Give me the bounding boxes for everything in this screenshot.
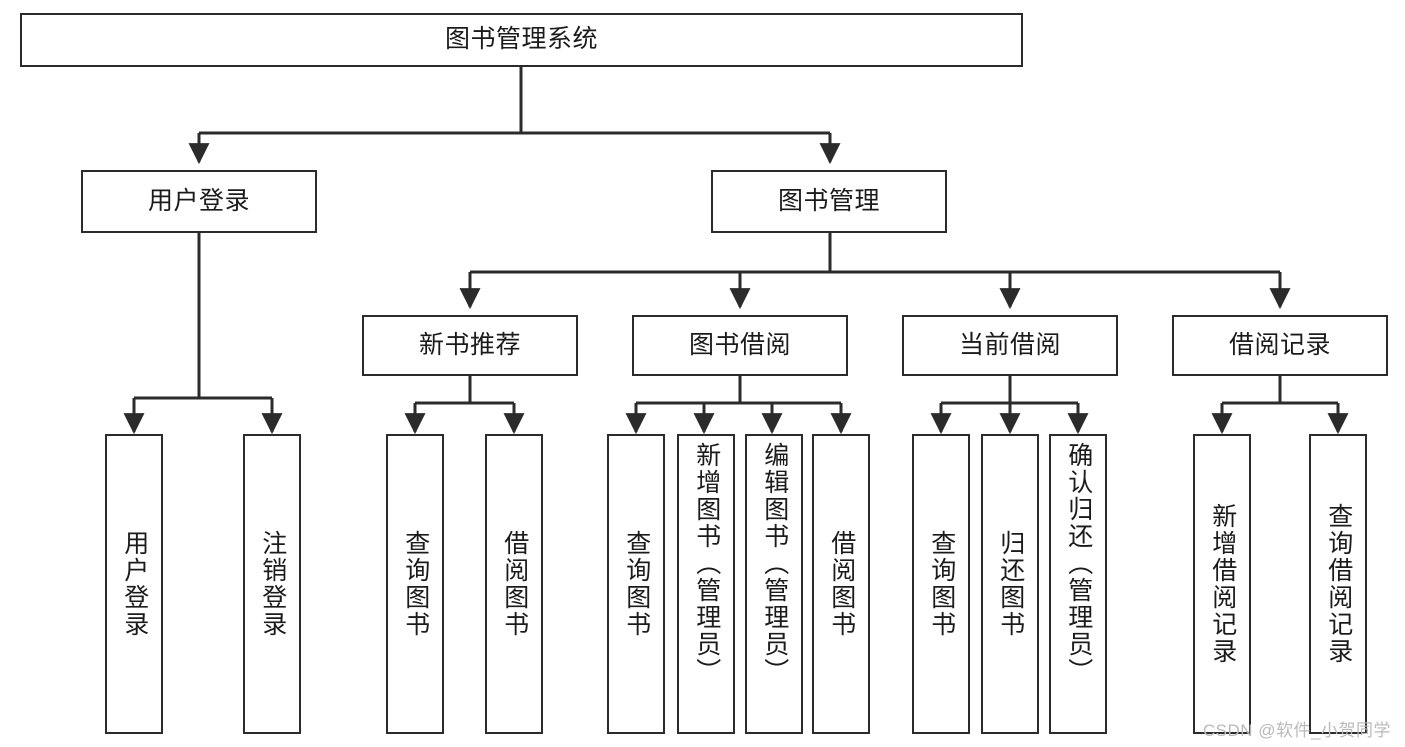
leaf-current-query-book[interactable]: 查询图书	[912, 434, 970, 734]
leaf-borrow-borrow-book[interactable]: 借阅图书	[812, 434, 870, 734]
watermark-csdn: CSDN @软件_小贺同学	[1202, 721, 1391, 740]
leaf-borrow-add-book-admin[interactable]: 新增图书（管理员）	[677, 434, 735, 734]
leaf-record-query-record[interactable]: 查询借阅记录	[1309, 434, 1367, 734]
leaf-current-return-book[interactable]: 归还图书	[981, 434, 1039, 734]
leaf-current-confirm-return-admin[interactable]: 确认归还（管理员）	[1049, 434, 1107, 734]
node-new-book-recommend[interactable]: 新书推荐	[362, 315, 578, 376]
leaf-user-login-login[interactable]: 用户登录	[105, 434, 163, 734]
node-current-borrow[interactable]: 当前借阅	[902, 315, 1118, 376]
node-user-login[interactable]: 用户登录	[81, 170, 317, 233]
node-book-management[interactable]: 图书管理	[711, 170, 947, 233]
node-root-system[interactable]: 图书管理系统	[20, 13, 1023, 67]
node-book-borrow[interactable]: 图书借阅	[632, 315, 848, 376]
leaf-new-book-query[interactable]: 查询图书	[386, 434, 444, 734]
leaf-record-add-record[interactable]: 新增借阅记录	[1193, 434, 1251, 734]
leaf-borrow-edit-book-admin[interactable]: 编辑图书（管理员）	[745, 434, 803, 734]
node-borrow-record[interactable]: 借阅记录	[1172, 315, 1388, 376]
leaf-user-login-logout[interactable]: 注销登录	[243, 434, 301, 734]
leaf-borrow-query-book[interactable]: 查询图书	[607, 434, 665, 734]
leaf-new-book-borrow[interactable]: 借阅图书	[485, 434, 543, 734]
